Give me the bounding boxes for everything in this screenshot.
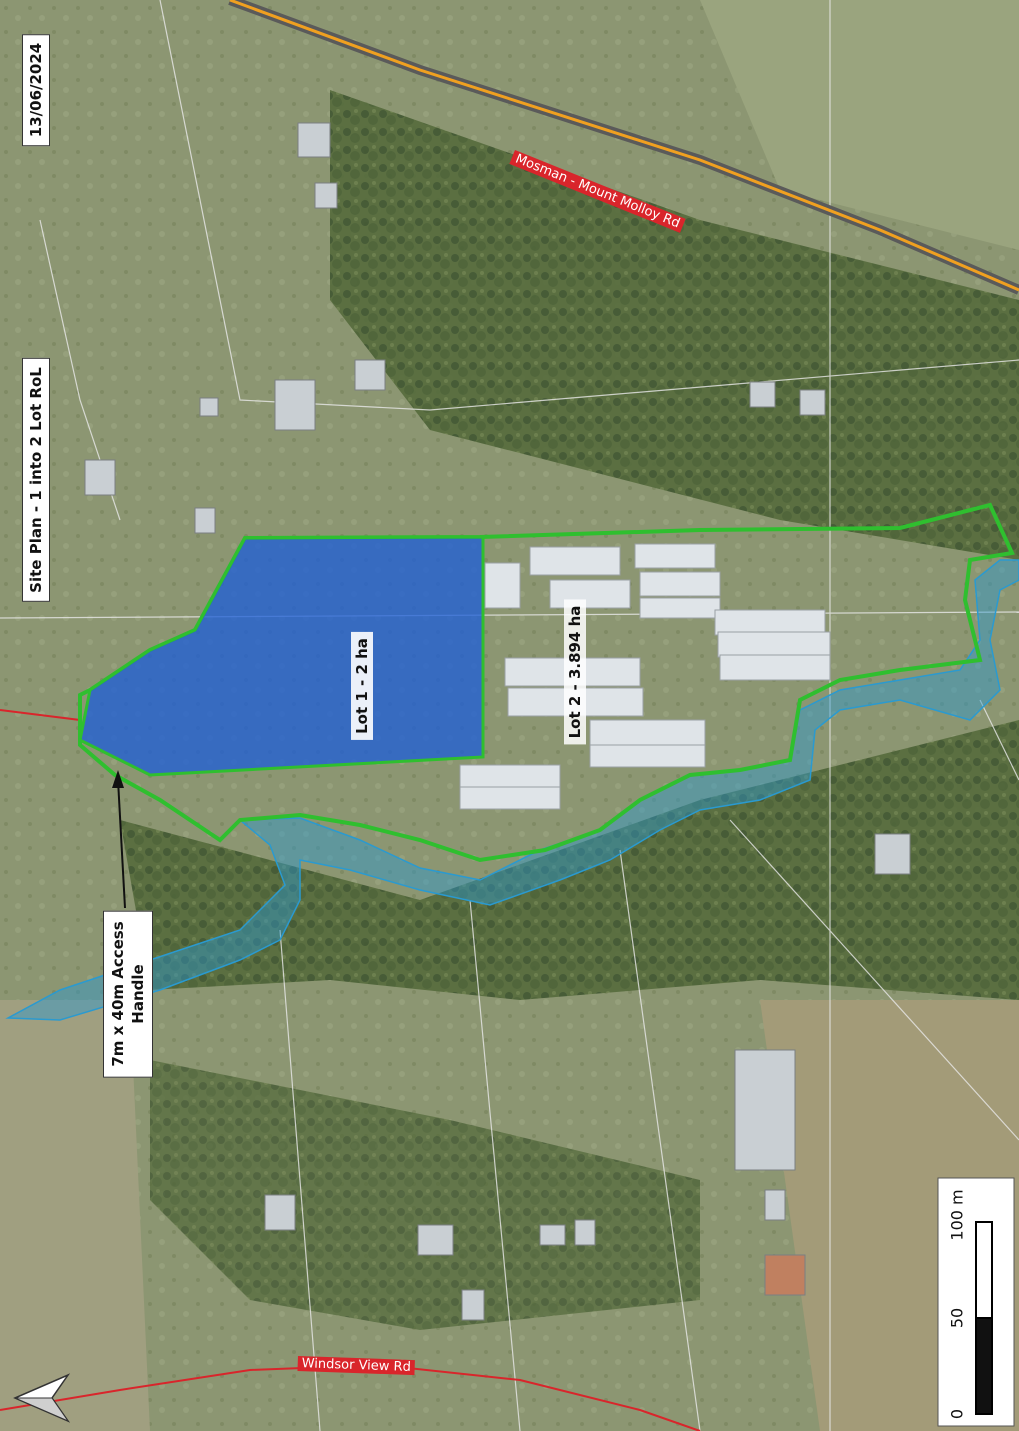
arrow-head-icon — [112, 770, 124, 788]
lot-2-label: Lot 2 - 3.894 ha — [564, 599, 586, 745]
scale-bar-white-segment — [975, 1221, 993, 1319]
access-handle-label: 7m x 40m Access Handle — [103, 910, 153, 1078]
access-handle-line2: Handle — [129, 964, 147, 1024]
lot-1-label: Lot 1 - 2 ha — [351, 632, 373, 740]
scale-bar-black-segment — [975, 1317, 993, 1415]
main-road-line — [229, 0, 1019, 292]
access-handle-line1: 7m x 40m Access — [109, 921, 127, 1067]
lot-2-boundary — [78, 502, 1015, 863]
pasture-area — [0, 1000, 150, 1431]
scale-label-100: 100 m — [947, 1189, 967, 1241]
access-handle-arrow — [117, 779, 126, 909]
north-arrow-icon — [13, 1373, 71, 1423]
site-plan-title: Site Plan - 1 into 2 Lot RoL — [22, 358, 50, 602]
date-label: 13/06/2024 — [22, 33, 50, 147]
lot-1-area — [78, 535, 485, 777]
forest-area — [150, 1060, 700, 1330]
forest-area — [330, 90, 1019, 560]
scale-label-50: 50 — [947, 1307, 967, 1329]
buildings — [84, 122, 911, 1321]
scale-label-0: 0 — [947, 1408, 967, 1420]
minor-road — [0, 709, 81, 721]
forest-area — [120, 720, 1019, 1000]
